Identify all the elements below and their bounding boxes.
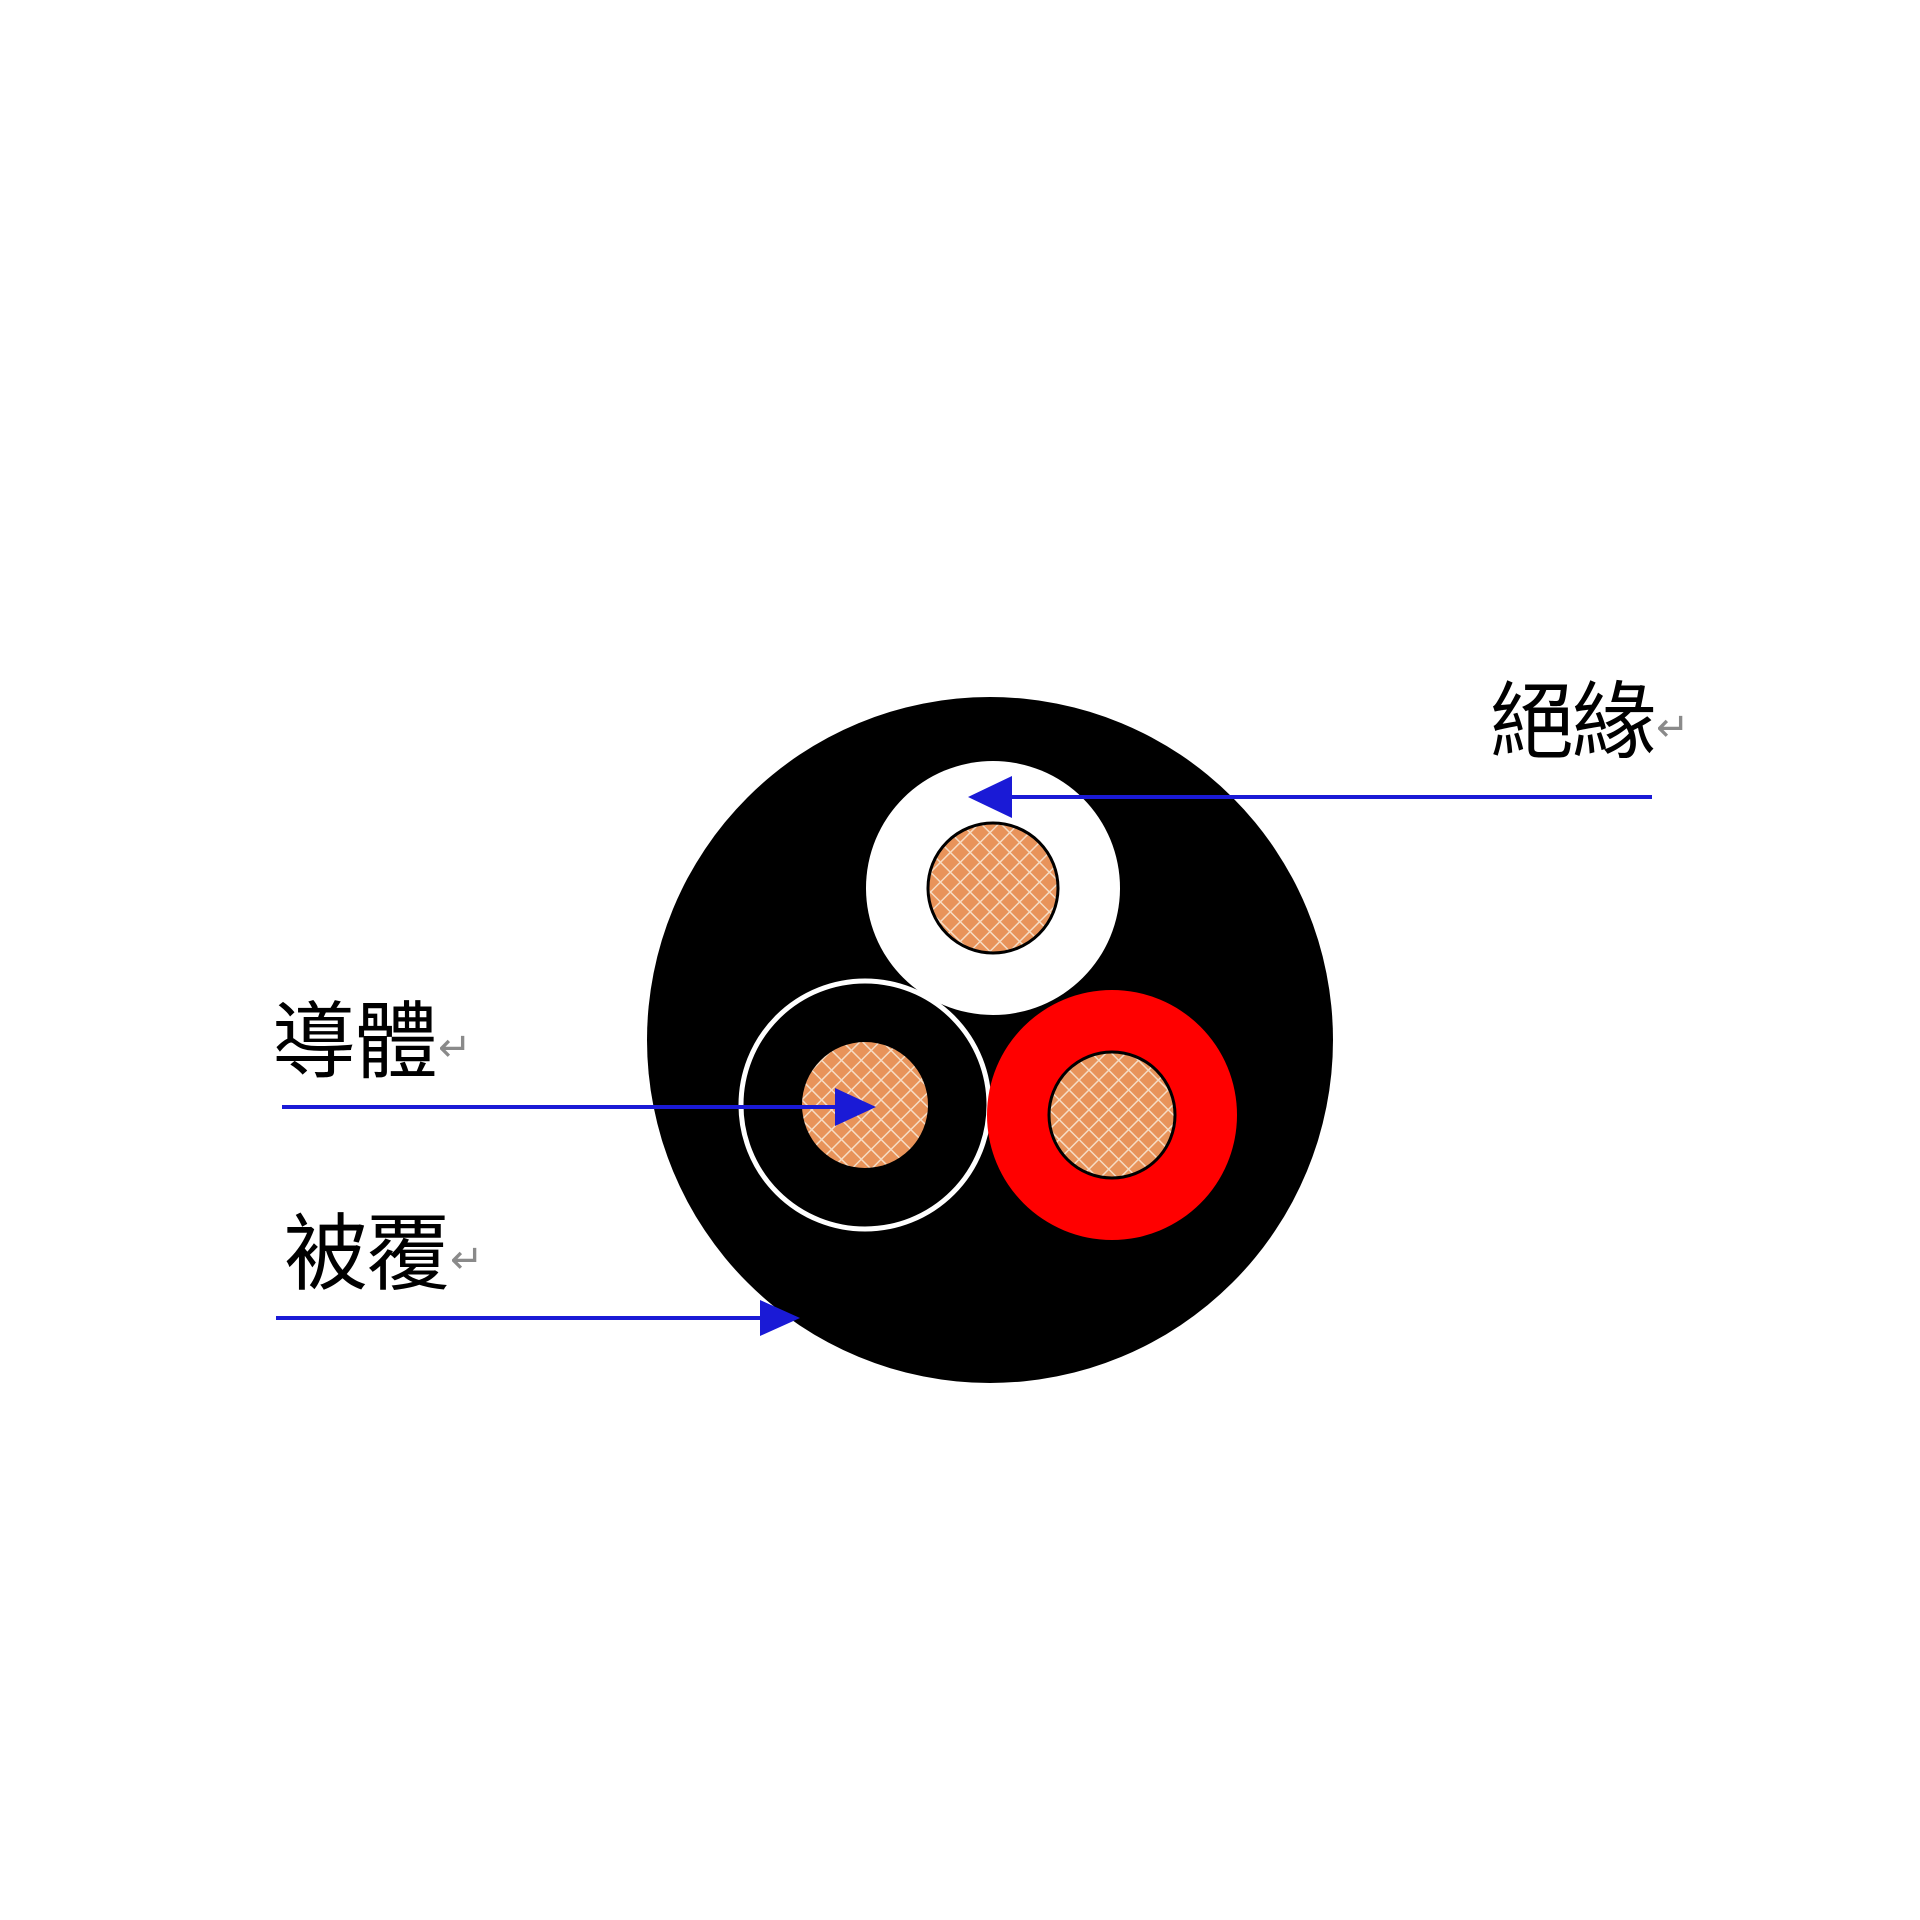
paragraph-mark: ↵ [450, 1237, 484, 1283]
conductor-label: 導體↵ [272, 1000, 472, 1084]
insulation-label-text: 絕緣 [1490, 673, 1656, 771]
conductor-right [1047, 1050, 1177, 1180]
insulation-label: 絕緣↵ [1490, 680, 1690, 764]
paragraph-mark: ↵ [1656, 705, 1690, 751]
sheath-arrowhead [760, 1300, 800, 1336]
sheath-label-text: 被覆 [284, 1205, 450, 1303]
sheath-label: 被覆↵ [284, 1212, 484, 1296]
conductor-label-text: 導體 [272, 993, 438, 1091]
conductor-arrowhead [835, 1088, 876, 1126]
insulation-arrowhead [968, 776, 1012, 818]
conductor-top [926, 821, 1060, 955]
paragraph-mark: ↵ [438, 1025, 472, 1071]
